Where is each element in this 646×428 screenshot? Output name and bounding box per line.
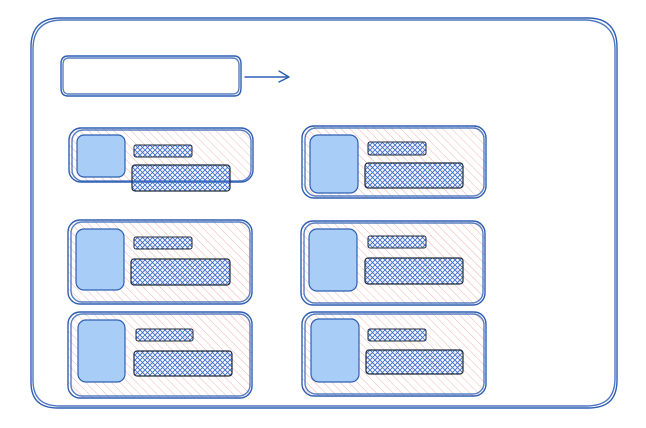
card-2[interactable] — [301, 125, 487, 199]
card-6[interactable] — [301, 311, 487, 397]
image-placeholder-icon — [310, 318, 360, 383]
card-title-placeholder — [367, 235, 427, 249]
card-title-placeholder — [135, 328, 194, 342]
image-placeholder-icon — [77, 319, 126, 383]
image-placeholder-icon — [76, 134, 126, 178]
image-placeholder-icon — [75, 228, 125, 291]
card-text-placeholder — [364, 162, 464, 189]
card-text-placeholder — [131, 164, 231, 192]
card-text-placeholder — [365, 349, 464, 375]
card-text-placeholder — [130, 258, 231, 286]
card-4[interactable] — [300, 220, 486, 306]
arrow-right-icon[interactable] — [244, 70, 290, 83]
card-title-placeholder — [367, 141, 427, 156]
card-text-placeholder — [364, 257, 464, 285]
card-text-placeholder — [133, 350, 233, 377]
outer-window — [30, 17, 618, 409]
image-placeholder-icon — [309, 134, 359, 194]
image-placeholder-icon — [308, 228, 358, 292]
search-bar[interactable] — [60, 55, 242, 97]
card-3[interactable] — [67, 219, 253, 305]
card-title-placeholder — [133, 144, 193, 158]
card-title-placeholder — [367, 328, 427, 342]
card-5[interactable] — [67, 311, 253, 399]
card-1[interactable] — [68, 127, 254, 192]
card-title-placeholder — [133, 236, 193, 250]
